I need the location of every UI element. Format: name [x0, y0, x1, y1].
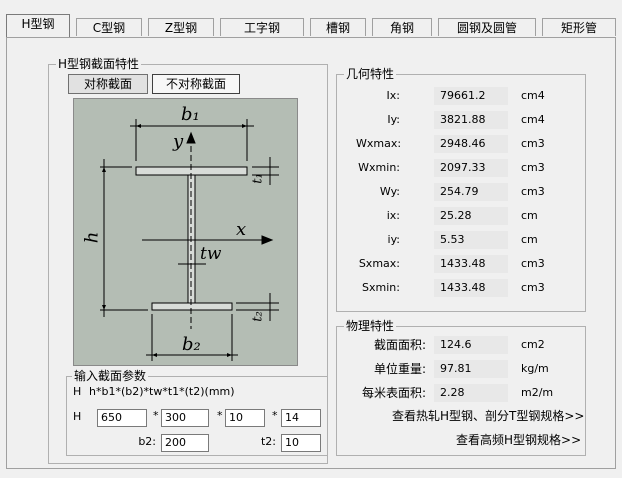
sep-1: *	[153, 409, 159, 422]
b1-label: b₁	[181, 104, 200, 125]
section-properties-group	[48, 64, 328, 464]
tab-i-beam[interactable]: 工字钢	[220, 18, 304, 36]
h-input-label: H	[73, 410, 82, 423]
formula-prefix: H	[73, 385, 82, 398]
geo-row-unit: cm	[521, 209, 538, 222]
tw-input[interactable]: 10	[225, 409, 265, 427]
b1-input[interactable]: 300	[161, 409, 209, 427]
b2-input[interactable]: 200	[161, 434, 209, 452]
geo-row-value: 5.53	[434, 231, 508, 249]
geo-row-value: 1433.48	[434, 255, 508, 273]
asymmetric-section-button[interactable]: 不对称截面	[152, 74, 240, 94]
geo-row-value: 2097.33	[434, 159, 508, 177]
geo-row-label: Sxmax:	[358, 257, 400, 270]
t1-label: t₁	[250, 173, 266, 184]
geo-row-value: 25.28	[434, 207, 508, 225]
phys-row-value: 97.81	[434, 360, 508, 378]
geo-row-label: Iy:	[387, 113, 400, 126]
phys-row-value: 2.28	[434, 384, 508, 402]
geo-row-unit: cm3	[521, 137, 545, 150]
input-params-title: 输入截面参数	[72, 369, 149, 383]
sep-3: *	[272, 409, 278, 422]
hot-rolled-spec-link[interactable]: 查看热轧H型钢、剖分T型钢规格>>	[392, 409, 585, 423]
geo-row-label: iy:	[387, 233, 400, 246]
geo-row-unit: cm3	[521, 257, 545, 270]
h-beam-diagram: b₁ y x h t₁ t₂ tw b₂	[73, 98, 298, 366]
geo-row-value: 2948.46	[434, 135, 508, 153]
tab-z-steel[interactable]: Z型钢	[148, 18, 214, 36]
symmetric-section-button[interactable]: 对称截面	[68, 74, 148, 94]
formula-text: h*b1*(b2)*tw*t1*(t2)(mm)	[89, 385, 235, 398]
geo-row-unit: cm3	[521, 185, 545, 198]
phys-row-unit: m2/m	[521, 386, 554, 399]
t2-input[interactable]: 10	[281, 434, 321, 452]
geo-row-unit: cm4	[521, 89, 545, 102]
geo-row-unit: cm3	[521, 161, 545, 174]
phys-row-unit: kg/m	[521, 362, 549, 375]
geo-row-label: Wxmin:	[358, 161, 400, 174]
tab-bar: H型钢 C型钢 Z型钢 工字钢 槽钢 角钢 圆钢及圆管 矩形管	[6, 14, 616, 38]
t1-input[interactable]: 14	[281, 409, 321, 427]
physical-properties-group	[336, 326, 586, 456]
high-frequency-spec-link[interactable]: 查看高频H型钢规格>>	[456, 433, 582, 447]
h-input[interactable]: 650	[97, 409, 147, 427]
tab-h-steel[interactable]: H型钢	[6, 14, 70, 37]
geo-row-unit: cm3	[521, 281, 545, 294]
tab-angle[interactable]: 角钢	[372, 18, 432, 36]
geo-row-value: 1433.48	[434, 279, 508, 297]
phys-row-label: 每米表面积:	[361, 386, 426, 400]
geo-row-label: Wxmax:	[356, 137, 402, 150]
geo-row-label: Wy:	[379, 185, 400, 198]
phys-row-label: 单位重量:	[373, 362, 426, 376]
phys-row-value: 124.6	[434, 336, 508, 354]
geo-row-unit: cm4	[521, 113, 545, 126]
t2-input-label: t2:	[260, 435, 276, 448]
sep-2: *	[217, 409, 223, 422]
geometric-properties-group	[336, 74, 586, 312]
tab-rect-tube[interactable]: 矩形管	[542, 18, 616, 36]
tab-channel[interactable]: 槽钢	[310, 18, 366, 36]
h-label: h	[81, 231, 103, 244]
physical-properties-title: 物理特性	[344, 319, 397, 333]
geo-row-unit: cm	[521, 233, 538, 246]
tab-c-steel[interactable]: C型钢	[76, 18, 142, 36]
x-axis-label: x	[236, 219, 247, 240]
input-params-group	[66, 376, 328, 456]
geo-row-label: Ix:	[386, 89, 400, 102]
geo-row-value: 254.79	[434, 183, 508, 201]
t2-label: t₂	[250, 311, 266, 322]
h-beam-drawing	[100, 119, 279, 361]
tab-panel	[6, 37, 616, 469]
y-axis-label: y	[173, 131, 184, 152]
geo-row-label: Sxmin:	[362, 281, 400, 294]
geo-row-label: ix:	[386, 209, 400, 222]
geo-row-value: 79661.2	[434, 87, 508, 105]
tw-label: tw	[200, 244, 222, 264]
b2-input-label: b2:	[138, 435, 156, 448]
tab-round[interactable]: 圆钢及圆管	[438, 18, 536, 36]
geo-row-value: 3821.88	[434, 111, 508, 129]
section-properties-title: H型钢截面特性	[56, 57, 142, 71]
phys-row-unit: cm2	[521, 338, 545, 351]
b2-label: b₂	[182, 334, 201, 355]
phys-row-label: 截面面积:	[373, 338, 426, 352]
geometric-properties-title: 几何特性	[344, 67, 397, 81]
